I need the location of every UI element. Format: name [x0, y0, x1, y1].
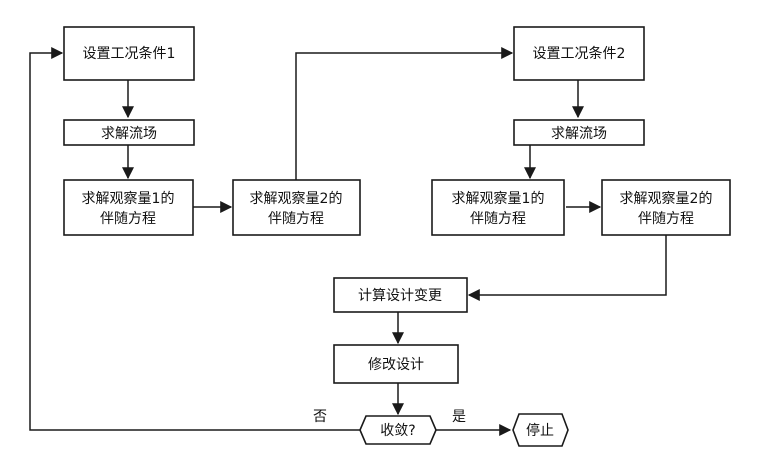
node-adj2b-label-line2: 伴随方程 [638, 211, 694, 227]
node-setup2: 设置工况条件2 [513, 26, 645, 81]
node-adj1b-label-line1: 求解观察量2的 [250, 190, 343, 207]
node-adj1b-label-line2: 伴随方程 [268, 211, 324, 227]
node-adj2a-label-line1: 求解观察量1的 [452, 190, 545, 207]
node-adj1a: 求解观察量1的 伴随方程 [63, 179, 194, 236]
node-converge-label: 收敛? [380, 423, 415, 439]
edge-adj2b-compute [467, 235, 667, 301]
node-adj1a-label-line1: 求解观察量1的 [82, 190, 175, 207]
node-adj2b-label-line1: 求解观察量2的 [620, 190, 713, 207]
node-stop: 停止 [512, 413, 569, 447]
branch-label-yes: 是 [452, 409, 466, 425]
node-adj2a: 求解观察量1的 伴随方程 [431, 179, 565, 236]
node-adj1a-label-line2: 伴随方程 [100, 211, 156, 227]
node-solve2-label: 求解流场 [551, 126, 607, 142]
node-adj2b: 求解观察量2的 伴随方程 [601, 179, 731, 236]
node-stop-label: 停止 [526, 422, 554, 439]
node-adj2a-label-line2: 伴随方程 [470, 211, 526, 227]
node-converge: 收敛? [359, 415, 437, 445]
node-compute-label: 计算设计变更 [358, 288, 442, 304]
node-setup1: 设置工况条件1 [63, 26, 195, 81]
node-modify: 修改设计 [333, 344, 459, 384]
node-compute: 计算设计变更 [333, 277, 468, 313]
branch-label-no: 否 [313, 409, 327, 425]
node-modify-label: 修改设计 [368, 357, 424, 373]
node-solve1: 求解流场 [63, 119, 195, 146]
node-setup1-label: 设置工况条件1 [83, 45, 176, 62]
edge-adj1b-setup2 [295, 47, 514, 181]
edge-converge-loop [29, 47, 363, 431]
node-solve1-label: 求解流场 [101, 126, 157, 142]
node-adj1b: 求解观察量2的 伴随方程 [232, 179, 361, 236]
node-setup2-label: 设置工况条件2 [533, 45, 626, 62]
node-solve2: 求解流场 [513, 119, 645, 146]
